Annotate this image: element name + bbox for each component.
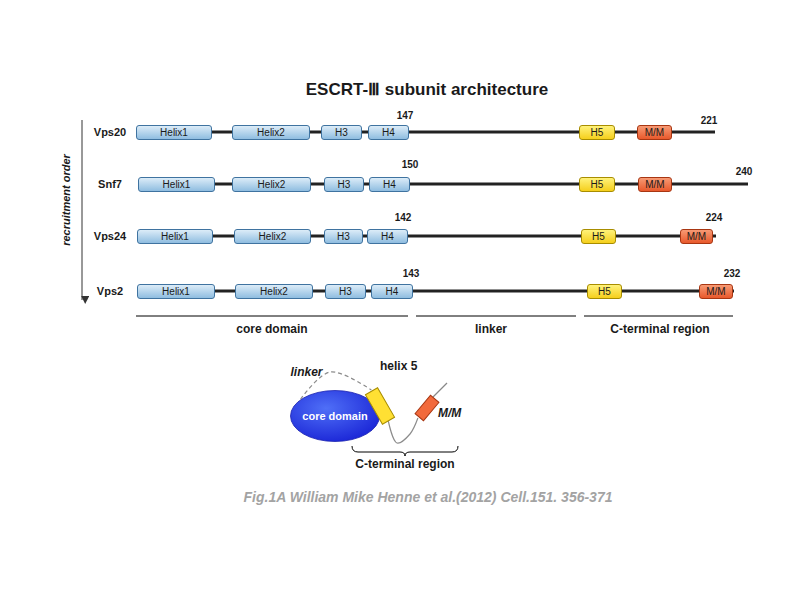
helix-box: Helix2	[235, 284, 313, 299]
residue-number: 147	[397, 110, 414, 121]
helix-box: H4	[367, 229, 408, 244]
helix-label: Helix2	[257, 127, 285, 138]
domain-label: core domain	[302, 410, 367, 422]
segment-outline	[414, 394, 440, 422]
region-bracket	[416, 316, 576, 317]
helix-label: M/M	[687, 231, 706, 242]
helix-label: Helix2	[259, 231, 287, 242]
helix-box: H3	[321, 125, 362, 140]
diagram-title: ESCRT-Ⅲ subunit architecture	[306, 79, 548, 100]
subunit-name: Vps2	[97, 285, 123, 297]
helix-label: Helix1	[161, 231, 189, 242]
helix-label: Helix2	[260, 286, 288, 297]
helix-label: Helix2	[258, 179, 286, 190]
helix-label: H3	[338, 179, 351, 190]
helix-label: H5	[598, 286, 611, 297]
helix-label: H5	[591, 127, 604, 138]
helix-box: Helix1	[136, 125, 212, 140]
c-terminal-curve	[388, 418, 418, 443]
helix-label: H3	[339, 286, 352, 297]
subunit-name: Vps24	[94, 230, 126, 242]
helix-box: H4	[371, 284, 413, 299]
helix-box: H3	[324, 177, 364, 192]
helix-box: H3	[325, 284, 366, 299]
protein-backbone	[137, 235, 716, 238]
helix5-box: H5	[587, 284, 622, 299]
helix-box: Helix2	[232, 125, 310, 140]
helix-label: M/M	[706, 286, 725, 297]
figure-caption: Fig.1A William Mike Henne et al.(2012) C…	[244, 489, 613, 505]
region-label: C-terminal region	[610, 322, 709, 336]
helix5-box: H5	[579, 125, 615, 140]
segment-label: helix 5	[380, 359, 417, 373]
region-bracket	[352, 446, 458, 456]
helix-label: H5	[591, 179, 604, 190]
segment-shape	[365, 388, 394, 424]
region-label: C-terminal region	[355, 457, 454, 471]
helix-box: Helix1	[137, 284, 215, 299]
helix-box: Helix2	[234, 229, 311, 244]
region-label: linker	[475, 322, 507, 336]
mim-box: M/M	[638, 177, 672, 192]
residue-number: 150	[402, 159, 419, 170]
mim-box: M/M	[637, 125, 672, 140]
helix5-box: H5	[579, 177, 615, 192]
helix-box: H3	[324, 229, 363, 244]
helix-label: Helix1	[160, 127, 188, 138]
subunit-name: Vps20	[94, 126, 126, 138]
helix-label: M/M	[645, 127, 664, 138]
helix-box: H4	[368, 125, 409, 140]
residue-number: 232	[724, 268, 741, 279]
mim-box: M/M	[699, 284, 733, 299]
helix-label: H4	[381, 231, 394, 242]
axis-label: recruitment order	[60, 154, 72, 246]
protein-backbone	[137, 290, 734, 293]
helix-label: Helix1	[163, 179, 191, 190]
residue-number: 221	[701, 115, 718, 126]
helix-box: Helix2	[232, 177, 311, 192]
mim-segment: M/M	[414, 394, 440, 422]
core-domain-shape	[291, 391, 380, 442]
helix-label: H4	[383, 179, 396, 190]
core-domain-ellipse: core domain	[290, 390, 380, 442]
residue-number: 224	[706, 212, 723, 223]
helix-box: Helix1	[137, 229, 213, 244]
helix-label: Helix1	[162, 286, 190, 297]
segment-label: M/M	[438, 406, 461, 420]
region-bracket	[136, 316, 408, 317]
c-terminal-tail	[433, 383, 447, 397]
helix-label: H5	[592, 231, 605, 242]
helix-label: H4	[382, 127, 395, 138]
region-bracket	[584, 316, 733, 317]
helix-label: M/M	[645, 179, 664, 190]
region-label: core domain	[236, 322, 307, 336]
edge-label: linker	[291, 365, 323, 379]
residue-number: 142	[395, 212, 412, 223]
mim-box: M/M	[680, 229, 713, 244]
helix-label: H4	[386, 286, 399, 297]
helix5-segment: helix 5	[364, 386, 396, 426]
order-arrow	[82, 120, 83, 300]
node-body: core domain	[290, 390, 380, 442]
segment-outline	[364, 386, 396, 426]
segment-shape	[415, 395, 439, 420]
residue-number: 240	[736, 166, 753, 177]
helix-label: H3	[337, 231, 350, 242]
protein-backbone	[136, 131, 715, 134]
helix-box: H4	[369, 177, 410, 192]
helix-label: H3	[335, 127, 348, 138]
residue-number: 143	[403, 268, 420, 279]
helix-box: Helix1	[138, 177, 215, 192]
subunit-name: Snf7	[98, 178, 122, 190]
helix5-box: H5	[581, 229, 616, 244]
